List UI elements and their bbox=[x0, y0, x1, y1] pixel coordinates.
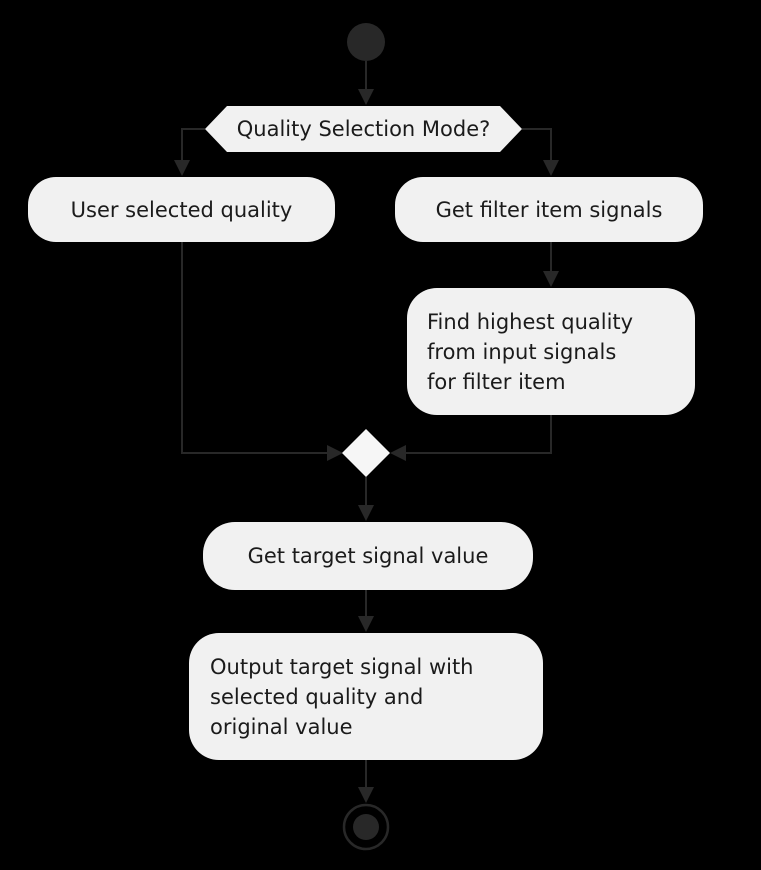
action-user-selected-quality: User selected quality bbox=[28, 177, 335, 242]
arrow-merge-to-get-target bbox=[358, 477, 374, 521]
arrow-get-filter-to-find-highest bbox=[543, 242, 559, 287]
arrow-user-selected-to-merge bbox=[181, 242, 343, 461]
action-label: Find highest quality from input signals … bbox=[427, 309, 634, 394]
action-output-target-signal: Output target signal with selected quali… bbox=[189, 633, 543, 760]
action-get-filter-item-signals: Get filter item signals bbox=[395, 177, 703, 242]
arrow-get-target-to-output bbox=[358, 590, 374, 632]
arrow-decision-to-user-selected bbox=[174, 128, 205, 176]
action-label: User selected quality bbox=[70, 197, 293, 222]
merge-node-icon bbox=[342, 429, 390, 477]
action-label: Get target signal value bbox=[247, 544, 489, 568]
arrow-find-highest-to-merge bbox=[390, 415, 552, 461]
start-node-icon bbox=[347, 23, 385, 61]
arrow-decision-to-get-filter bbox=[522, 128, 559, 176]
decision-quality-selection-mode: Quality Selection Mode? bbox=[205, 106, 522, 152]
action-label: Get filter item signals bbox=[435, 197, 663, 222]
action-get-target-signal-value: Get target signal value bbox=[203, 522, 533, 590]
arrow-output-to-end bbox=[358, 760, 374, 803]
arrow-start-to-decision bbox=[358, 61, 374, 105]
action-find-highest-quality: Find highest quality from input signals … bbox=[407, 288, 695, 415]
action-label: Output target signal with selected quali… bbox=[210, 654, 474, 739]
decision-label: Quality Selection Mode? bbox=[236, 117, 491, 141]
end-node-icon bbox=[342, 803, 390, 851]
